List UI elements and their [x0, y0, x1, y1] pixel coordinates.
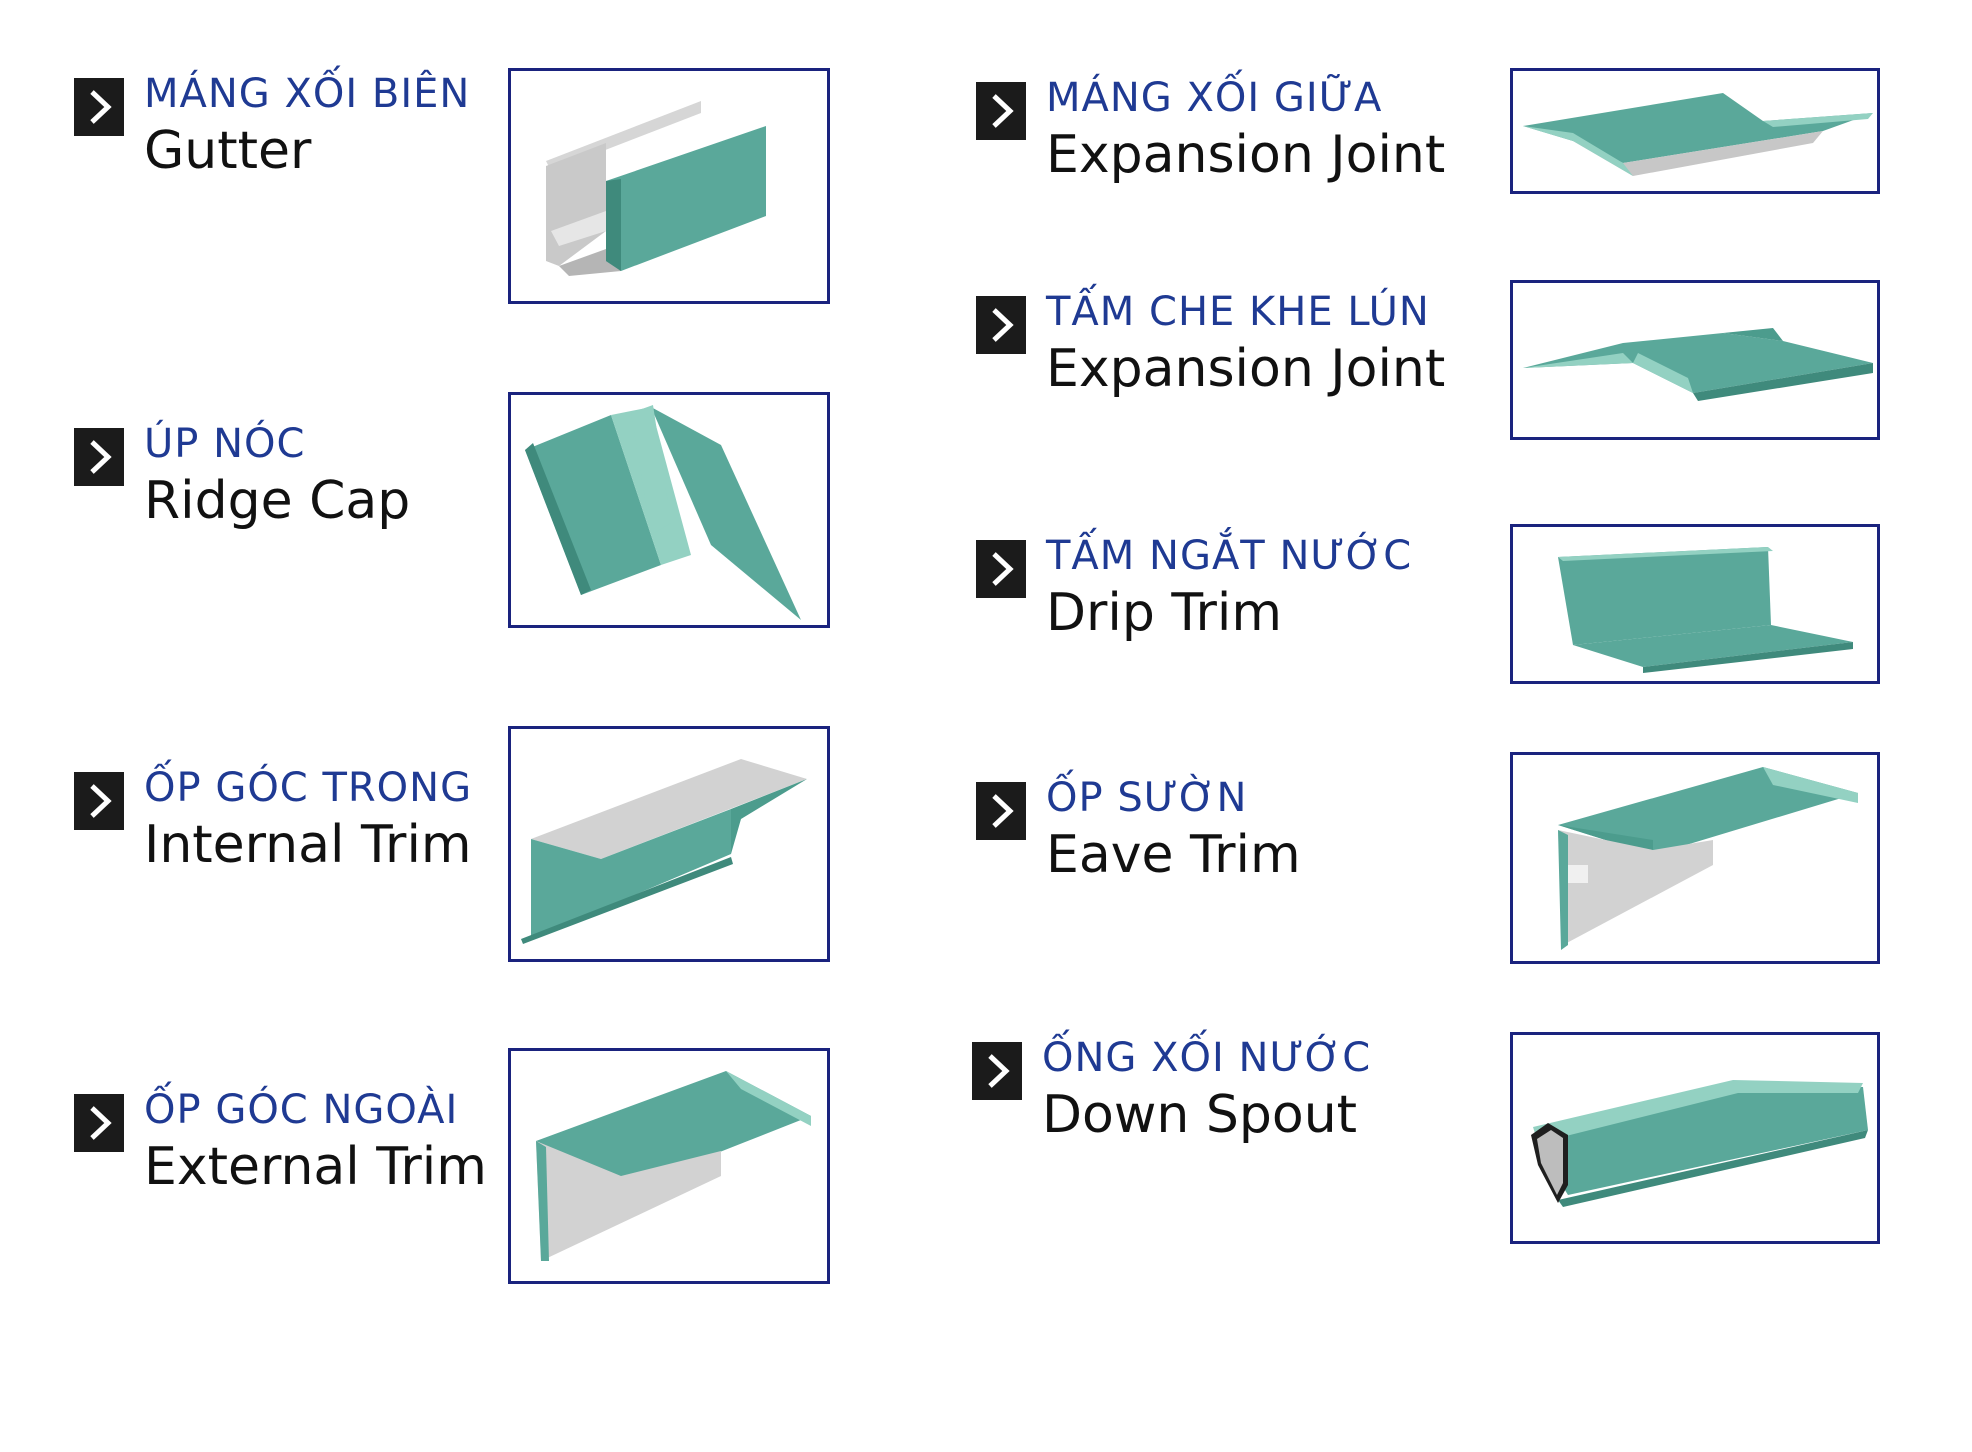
ridge-cap-profile-icon [525, 405, 801, 620]
vietnamese-name: TẤM NGẮT NƯỚC [1046, 533, 1413, 579]
gutter-profile-icon [546, 101, 766, 276]
english-name: External Trim [144, 1137, 487, 1197]
list-item-gutter: MÁNG XỐI BIÊN Gutter [74, 70, 470, 182]
down-spout-profile-icon [1531, 1080, 1868, 1207]
external-trim-illustration [508, 1048, 830, 1284]
vietnamese-name: MÁNG XỐI GIỮA [1046, 75, 1383, 121]
list-item-external-trim: ỐP GÓC NGOÀI External Trim [74, 1086, 487, 1198]
list-item-eave-trim: ỐP SƯỜN Eave Trim [976, 774, 1301, 886]
english-name: Ridge Cap [144, 471, 411, 531]
chevron-right-icon [74, 428, 124, 486]
chevron-right-icon [976, 782, 1026, 840]
list-item-drip-trim: TẤM NGẮT NƯỚC Drip Trim [976, 532, 1412, 644]
vietnamese-name: MÁNG XỐI BIÊN [144, 71, 471, 117]
vietnamese-name: TẤM CHE KHE LÚN [1046, 289, 1430, 335]
chevron-right-icon [74, 1094, 124, 1152]
vietnamese-name: ỐP SƯỜN [1046, 775, 1248, 821]
chevron-right-icon [976, 296, 1026, 354]
list-item-valley-gutter: MÁNG XỐI GIỮA Expansion Joint [976, 74, 1445, 186]
english-name: Gutter [144, 121, 312, 181]
chevron-right-icon [74, 772, 124, 830]
chevron-right-icon [976, 540, 1026, 598]
english-name: Down Spout [1042, 1085, 1358, 1145]
english-name: Eave Trim [1046, 825, 1301, 885]
chevron-right-icon [972, 1042, 1022, 1100]
list-item-expansion-joint-cover: TẤM CHE KHE LÚN Expansion Joint [976, 288, 1445, 400]
chevron-right-icon [976, 82, 1026, 140]
valley-gutter-illustration [1510, 68, 1880, 194]
internal-trim-profile-icon [521, 759, 807, 944]
expansion-joint-cover-profile-icon [1523, 328, 1873, 401]
down-spout-illustration [1510, 1032, 1880, 1244]
english-name: Internal Trim [144, 815, 472, 875]
vietnamese-name: ỐNG XỐI NƯỚC [1042, 1035, 1372, 1081]
external-trim-profile-icon [536, 1071, 811, 1261]
expansion-joint-cover-illustration [1510, 280, 1880, 440]
eave-trim-profile-icon [1558, 767, 1858, 950]
english-name: Expansion Joint [1046, 125, 1446, 185]
internal-trim-illustration [508, 726, 830, 962]
ridge-cap-illustration [508, 392, 830, 628]
english-name: Drip Trim [1046, 583, 1283, 643]
vietnamese-name: ỐP GÓC NGOÀI [144, 1087, 459, 1133]
english-name: Expansion Joint [1046, 339, 1446, 399]
vietnamese-name: ÚP NÓC [144, 421, 306, 467]
gutter-illustration [508, 68, 830, 304]
drip-trim-illustration [1510, 524, 1880, 684]
valley-gutter-profile-icon [1523, 93, 1873, 176]
list-item-down-spout: ỐNG XỐI NƯỚC Down Spout [972, 1034, 1371, 1146]
list-item-ridge-cap: ÚP NÓC Ridge Cap [74, 420, 410, 532]
eave-trim-illustration [1510, 752, 1880, 964]
chevron-right-icon [74, 78, 124, 136]
drip-trim-profile-icon [1558, 547, 1853, 673]
list-item-internal-trim: ỐP GÓC TRONG Internal Trim [74, 764, 472, 876]
vietnamese-name: ỐP GÓC TRONG [144, 765, 473, 811]
